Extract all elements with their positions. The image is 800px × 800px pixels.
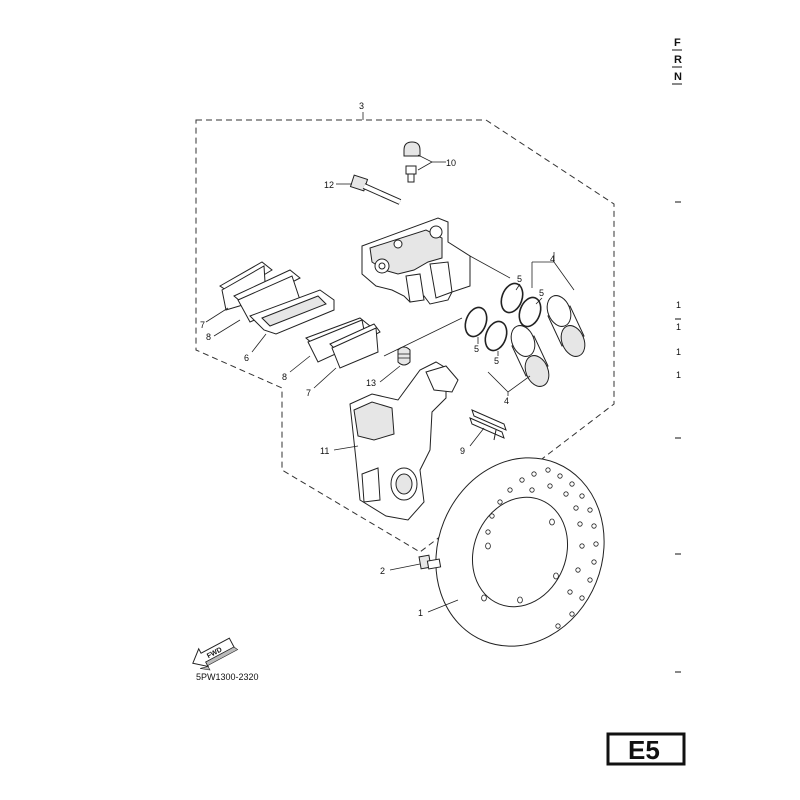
leader-line xyxy=(333,445,359,451)
brake-piston xyxy=(510,295,586,387)
leader-line xyxy=(469,427,485,447)
page-badge: E5 xyxy=(606,732,686,766)
leader-line xyxy=(379,365,401,383)
callout-5d: 5 xyxy=(494,356,499,366)
callout-4b: 4 xyxy=(504,396,509,406)
leader-line xyxy=(313,367,337,389)
callout-7a: 7 xyxy=(200,320,205,330)
piston-seal xyxy=(464,282,542,352)
brake-pad-inner xyxy=(329,323,381,369)
caliper-assembly-boundary xyxy=(195,119,615,553)
pad-support xyxy=(469,409,507,441)
pin-boot xyxy=(397,346,411,366)
leader-line xyxy=(427,599,459,613)
leader-line xyxy=(289,355,311,373)
bleed-screw xyxy=(403,141,421,183)
caliper-bracket xyxy=(349,361,459,521)
edge-letter-n: N xyxy=(674,71,682,83)
page-badge-text: E5 xyxy=(628,735,660,765)
leader-line xyxy=(469,255,511,279)
edge-mark: 1 xyxy=(676,300,681,310)
callout-2: 2 xyxy=(380,566,385,576)
leader-line xyxy=(205,307,229,323)
leader-line xyxy=(535,297,543,305)
callout-11: 11 xyxy=(320,446,329,456)
edge-letter-f: F xyxy=(674,37,681,49)
leader-line xyxy=(515,283,521,291)
callout-12: 12 xyxy=(324,180,334,190)
edge-mark: 1 xyxy=(676,347,681,357)
leader-line xyxy=(213,319,241,337)
callout-13: 13 xyxy=(366,378,376,388)
brake-disc xyxy=(435,457,605,647)
callout-5c: 5 xyxy=(474,344,479,354)
leader-line xyxy=(532,261,575,291)
callout-4a: 4 xyxy=(550,254,555,264)
callout-1: 1 xyxy=(418,608,423,618)
edge-mark: 1 xyxy=(676,322,681,332)
callout-9: 9 xyxy=(460,446,465,456)
callout-5b: 5 xyxy=(539,288,544,298)
edge-mark: 1 xyxy=(676,370,681,380)
diagram-part-number: 5PW1300-2320 xyxy=(196,672,259,682)
leader-line xyxy=(383,317,463,357)
callout-3: 3 xyxy=(359,101,364,111)
callout-5a: 5 xyxy=(517,274,522,284)
leader-line xyxy=(389,563,421,571)
caliper-body xyxy=(361,217,471,305)
callout-8a: 8 xyxy=(206,332,211,342)
leader-line xyxy=(251,333,267,353)
callout-6: 6 xyxy=(244,353,249,363)
caliper-pin-bolt xyxy=(349,174,402,205)
edge-letter-r: R xyxy=(674,54,682,66)
leader-line xyxy=(417,154,433,171)
pad-spring xyxy=(249,289,335,335)
callout-8b: 8 xyxy=(282,372,287,382)
callout-7b: 7 xyxy=(306,388,311,398)
callout-10: 10 xyxy=(446,158,456,168)
leader-line xyxy=(487,371,531,393)
forward-arrow-icon: FWD xyxy=(192,637,239,671)
edge-ticks xyxy=(675,201,681,673)
disc-bolt xyxy=(418,554,442,570)
